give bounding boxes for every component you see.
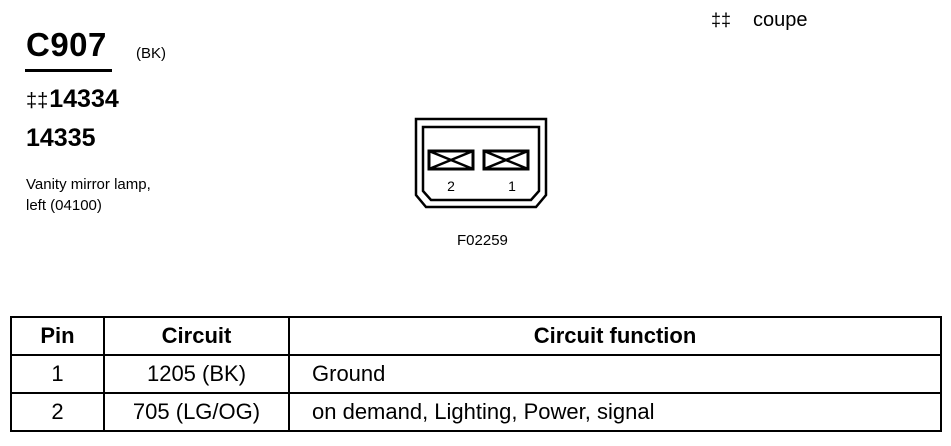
pin-2-terminal-icon	[427, 149, 475, 171]
pin-1-terminal-icon	[482, 149, 530, 171]
circuit-cell: 705 (LG/OG)	[103, 392, 290, 432]
table-header-row: Pin Circuit Circuit function	[10, 316, 942, 356]
column-header-circuit-function: Circuit function	[288, 316, 942, 356]
connector-description: Vanity mirror lamp, left (04100)	[26, 174, 151, 216]
connector-face-diagram: 2 1	[414, 117, 548, 209]
part-number-2: 14335	[26, 124, 96, 152]
description-line-1: Vanity mirror lamp,	[26, 176, 151, 193]
part-number-1: ‡‡14334	[26, 87, 119, 112]
pin-table: Pin Circuit Circuit function 1 1205 (BK)…	[10, 316, 942, 432]
circuit-function-cell: Ground	[288, 354, 942, 394]
column-header-pin: Pin	[10, 316, 105, 356]
circuit-function-cell: on demand, Lighting, Power, signal	[288, 392, 942, 432]
double-dagger-symbol: ‡‡	[26, 90, 49, 112]
table-row: 1 1205 (BK) Ground	[10, 354, 942, 394]
connector-id: C907	[26, 26, 107, 63]
connector-housing-inner	[421, 125, 541, 202]
pin-1-label: 1	[508, 178, 516, 194]
pin-cell: 2	[10, 392, 105, 432]
connector-id-underline	[25, 69, 112, 72]
description-line-2: left (04100)	[26, 197, 102, 214]
pin-2-label: 2	[447, 178, 455, 194]
column-header-circuit: Circuit	[103, 316, 290, 356]
circuit-cell: 1205 (BK)	[103, 354, 290, 394]
variant-label: coupe	[753, 9, 808, 31]
variant-symbol: ‡‡	[711, 10, 732, 30]
table-row: 2 705 (LG/OG) on demand, Lighting, Power…	[10, 392, 942, 432]
figure-id: F02259	[457, 232, 508, 249]
pin-cell: 1	[10, 354, 105, 394]
connector-housing-outer	[414, 117, 548, 209]
connector-color: (BK)	[136, 45, 166, 62]
variant-note: ‡‡ coupe	[711, 9, 808, 32]
part-number-1-value: 14334	[49, 85, 119, 113]
